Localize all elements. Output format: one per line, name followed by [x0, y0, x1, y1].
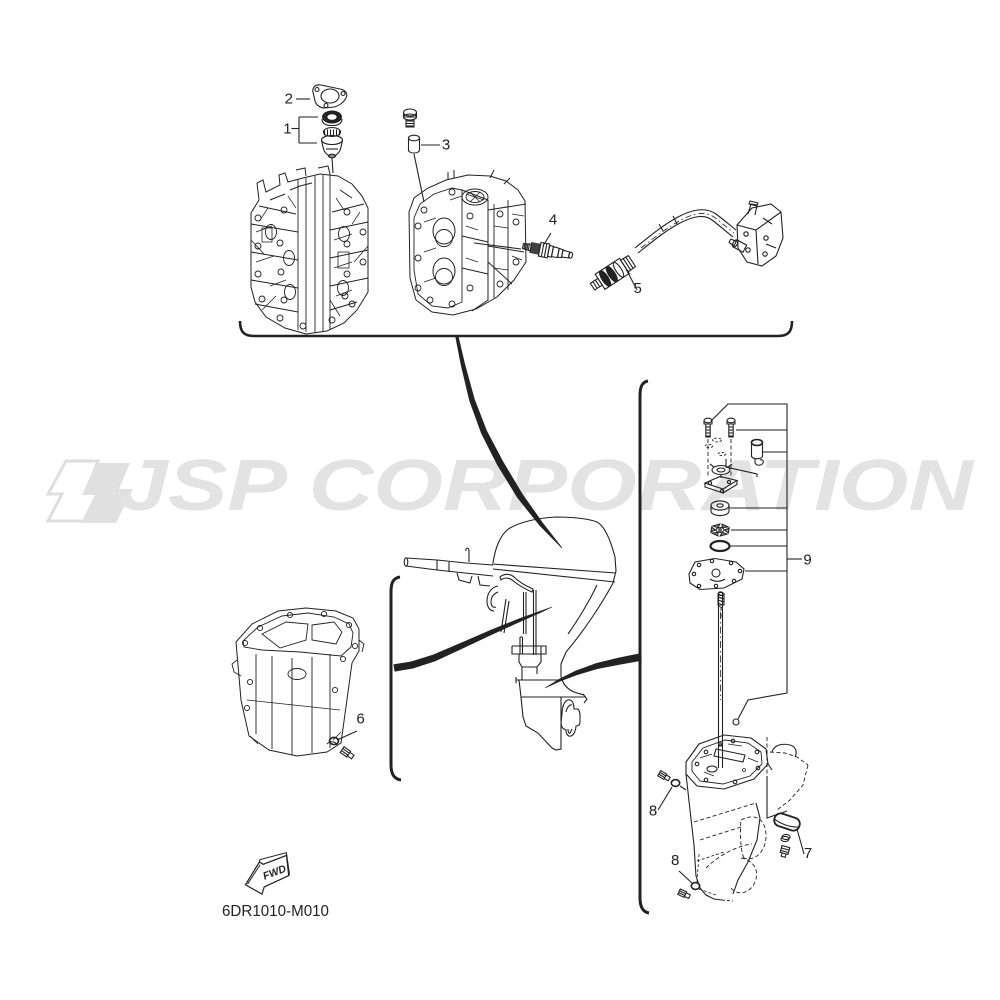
svg-text:6: 6 — [356, 710, 364, 727]
svg-text:8: 8 — [671, 852, 679, 869]
svg-text:5: 5 — [634, 280, 642, 297]
svg-text:3: 3 — [442, 137, 450, 154]
svg-text:9: 9 — [803, 552, 811, 569]
svg-text:6DR1010-M010: 6DR1010-M010 — [222, 903, 329, 920]
svg-text:1: 1 — [283, 121, 291, 138]
svg-text:JSP CORPORATION: JSP CORPORATION — [118, 446, 975, 526]
svg-text:2: 2 — [285, 91, 293, 108]
svg-text:7: 7 — [804, 845, 812, 862]
svg-text:4: 4 — [549, 211, 557, 228]
svg-text:8: 8 — [649, 803, 657, 820]
